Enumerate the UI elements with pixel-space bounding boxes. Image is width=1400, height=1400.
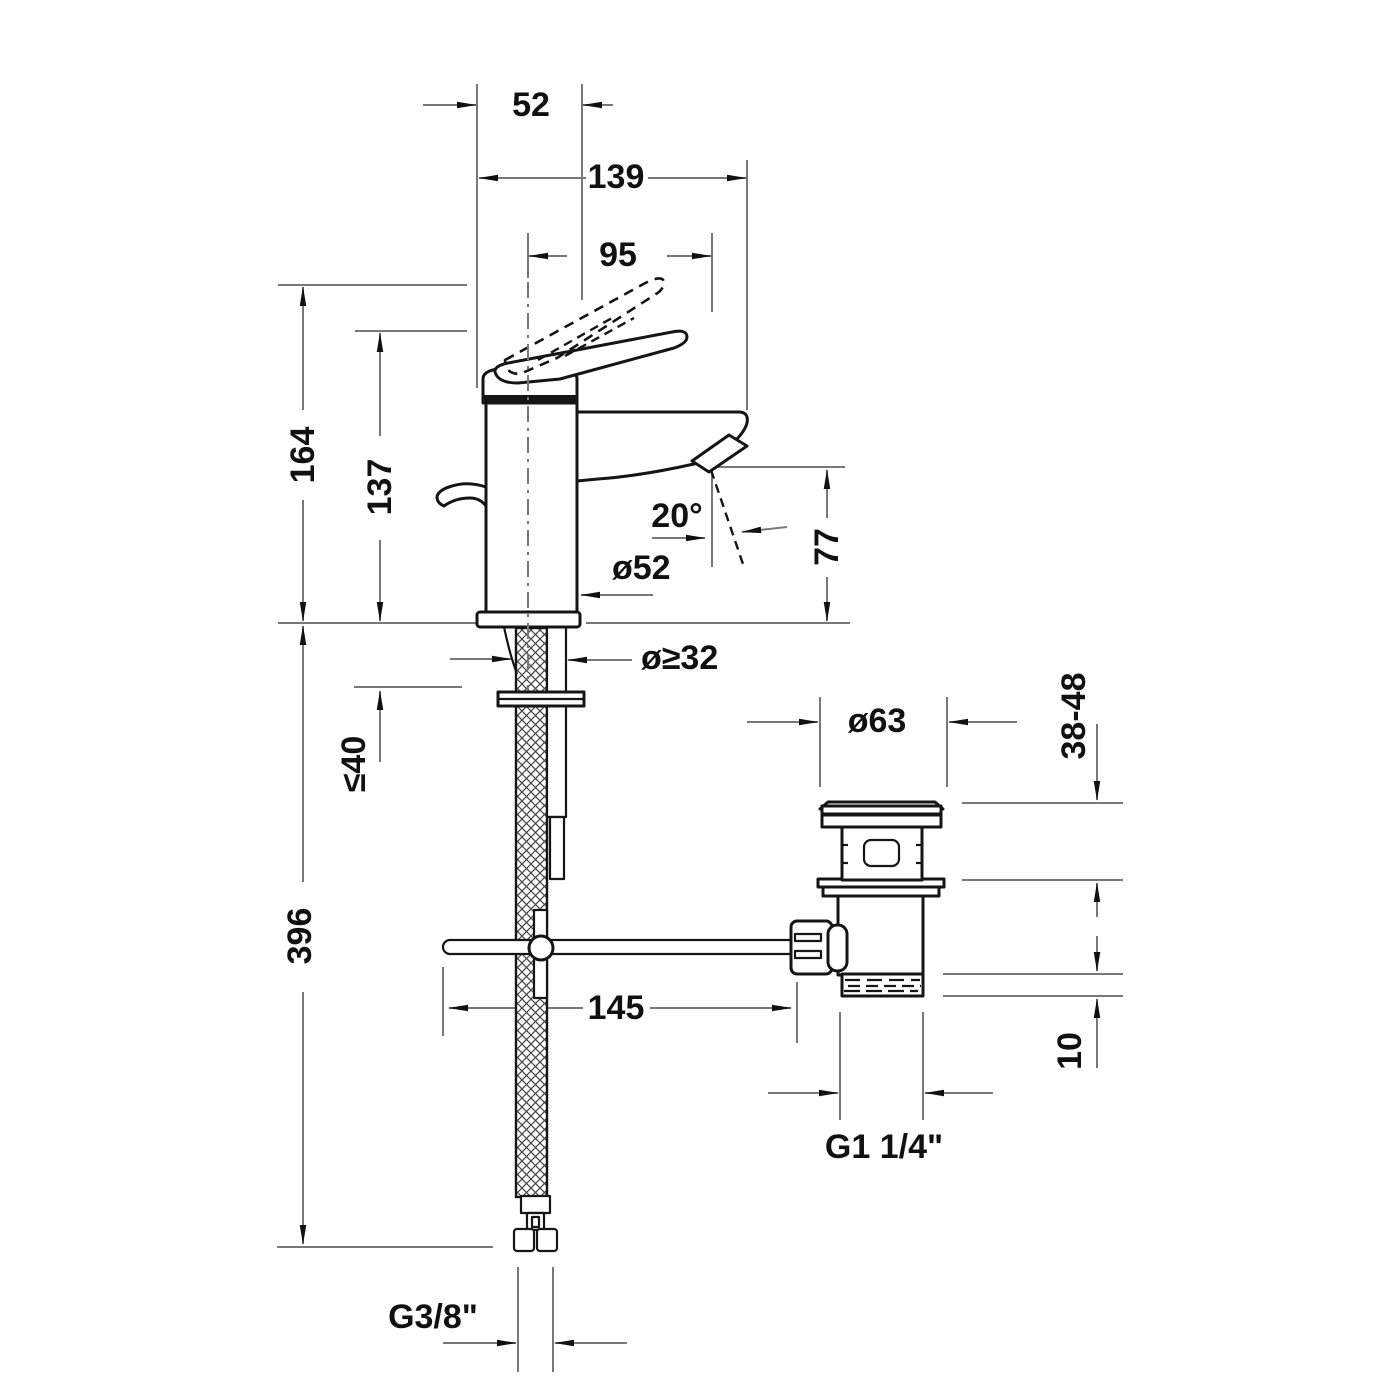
motion-dash xyxy=(564,316,635,358)
dim-77-label: 77 xyxy=(808,528,846,566)
dim-dia63-label: ø63 xyxy=(848,702,907,740)
spout xyxy=(575,410,749,483)
dim-95-label: 95 xyxy=(599,236,637,274)
faucet-body xyxy=(484,401,579,615)
drain-upper-flange xyxy=(820,813,943,829)
cartridge-ring xyxy=(483,395,577,404)
dim-52-label: 52 xyxy=(512,86,550,124)
dim-396-label: 396 xyxy=(281,908,319,965)
drain-overflow-slot xyxy=(862,838,901,868)
dim-dia32-label: ø≥32 xyxy=(641,639,718,677)
dim-max40-label: ≤40 xyxy=(335,736,373,792)
dim-145-label: 145 xyxy=(588,989,645,1027)
drain-tailpiece xyxy=(836,893,925,977)
rod-ball-joint xyxy=(527,934,555,962)
drain-assembly xyxy=(789,800,946,998)
dim-137-label: 137 xyxy=(361,459,399,516)
rod-coupling-nut xyxy=(789,919,849,976)
aerator xyxy=(690,433,749,474)
dimension-lines xyxy=(277,84,1123,1372)
dim-139-label: 139 xyxy=(588,158,645,196)
handle-lever-raised xyxy=(503,277,666,376)
pop-up-rod xyxy=(441,908,799,1000)
dim-g114-label: G1 1/4" xyxy=(825,1128,943,1166)
hose-funnel xyxy=(502,626,519,675)
pop-up-knob xyxy=(435,482,488,508)
dimension-labels: 52 139 95 164 137 20° ø52 77 ø≥32 ≤40 39… xyxy=(281,86,1093,1336)
handle-lever xyxy=(493,329,689,385)
dim-20deg-label: 20° xyxy=(651,497,702,535)
pop-up-rod-horizontal xyxy=(441,938,799,956)
faucet xyxy=(435,277,749,629)
dim-g38-label: G3/8" xyxy=(388,1298,478,1336)
hose-nut xyxy=(512,1194,559,1253)
water-stream-20deg xyxy=(709,469,746,568)
dim-10-label: 10 xyxy=(1051,1032,1089,1070)
drain-thread xyxy=(840,972,925,998)
dim-dia52-label: ø52 xyxy=(612,549,671,587)
mounting-shank xyxy=(545,625,568,881)
dim-3848-label: 38-48 xyxy=(1055,673,1093,760)
dim-164-label: 164 xyxy=(284,427,322,484)
